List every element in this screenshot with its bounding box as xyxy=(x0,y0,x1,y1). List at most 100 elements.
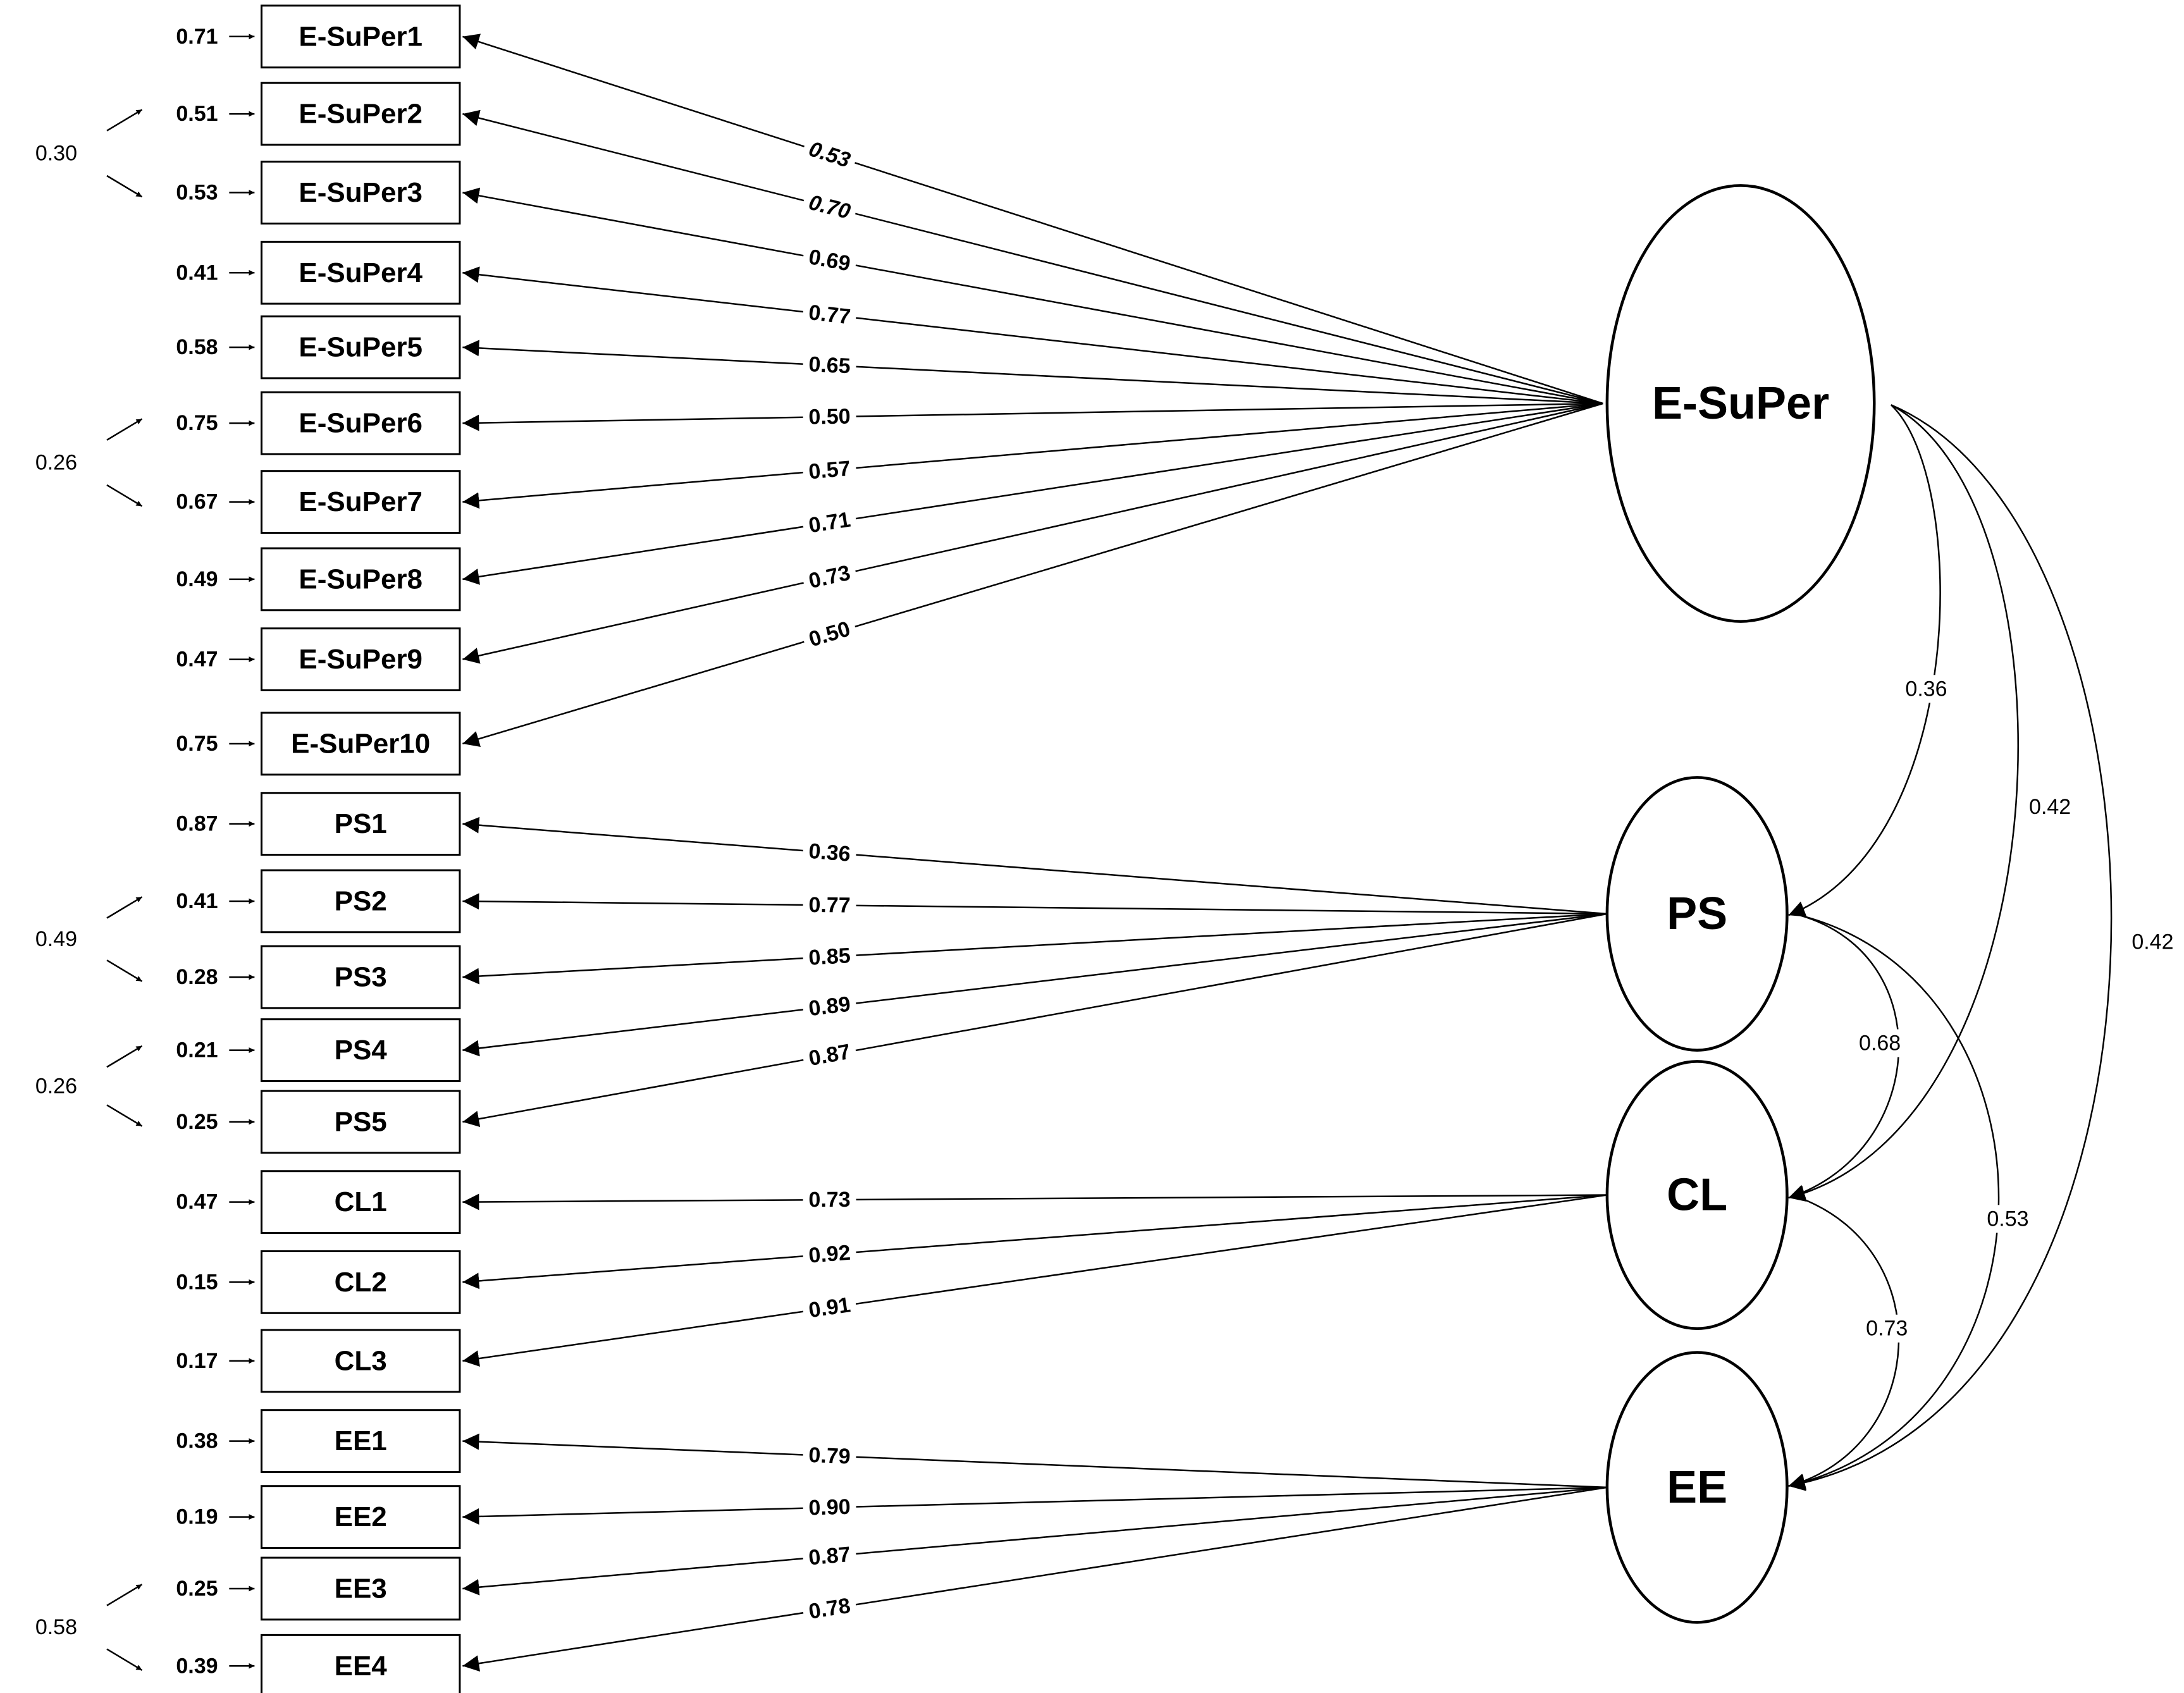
indicator-box xyxy=(260,161,461,225)
latent-ellipse-ee xyxy=(1605,1351,1789,1624)
error-covariance-arrow xyxy=(106,109,143,132)
loading-arrow xyxy=(462,402,1603,664)
loading-value: 0.50 xyxy=(808,405,851,429)
error-covariance-arrow xyxy=(106,484,143,507)
loading-label-bg xyxy=(803,1185,856,1214)
indicator-box xyxy=(260,1018,461,1082)
loading-label-bg xyxy=(801,242,858,280)
indicator-label: EE4 xyxy=(335,1651,388,1682)
loading-value: 0.89 xyxy=(807,992,851,1021)
error-variance-value: 0.19 xyxy=(176,1505,218,1529)
factor-correlation-value: 0.42 xyxy=(2029,795,2071,819)
factor-correlation-curve xyxy=(1788,1197,1900,1490)
loading-value: 0.53 xyxy=(806,137,853,172)
error-variance-value: 0.87 xyxy=(176,812,218,836)
error-covariance-value: 0.30 xyxy=(35,141,77,165)
factor-correlation-value: 0.68 xyxy=(1859,1031,1901,1055)
loading-value: 0.73 xyxy=(808,1188,850,1212)
loading-arrow xyxy=(462,913,1608,1128)
error-variance-value: 0.58 xyxy=(176,335,218,359)
indicator-box xyxy=(260,1250,461,1314)
latent-ellipse-cl xyxy=(1605,1060,1789,1330)
indicator-box xyxy=(260,315,461,379)
error-variance-value: 0.49 xyxy=(176,567,218,591)
error-covariance-value: 0.26 xyxy=(35,450,77,474)
factor-correlation-curve xyxy=(1788,404,2019,1202)
indicator-label: E-SuPer1 xyxy=(299,21,423,52)
error-variance-value: 0.28 xyxy=(176,965,218,989)
indicator-box xyxy=(260,711,461,776)
indicator-label: E-SuPer4 xyxy=(299,257,423,288)
error-covariance-arrow xyxy=(106,175,143,198)
indicator-box xyxy=(260,1556,461,1621)
loading-label-bg xyxy=(803,402,856,431)
factor-correlation-curve xyxy=(1788,404,2113,1491)
loading-arrow xyxy=(462,1193,1607,1210)
indicator-label: PS2 xyxy=(335,885,387,916)
factor-correlation-curve xyxy=(1788,404,1941,917)
indicator-box xyxy=(260,82,461,146)
loading-value: 0.36 xyxy=(808,839,851,866)
latent-label-cl: CL xyxy=(1667,1170,1727,1221)
error-covariance-value: 0.26 xyxy=(35,1074,77,1098)
indicator-label: EE2 xyxy=(335,1501,387,1532)
error-variance-value: 0.51 xyxy=(176,102,218,126)
loading-label-bg xyxy=(799,133,860,176)
error-variance-value: 0.25 xyxy=(176,1577,218,1601)
correlation-label-bg xyxy=(1981,1205,2035,1233)
error-variance-value: 0.53 xyxy=(176,181,218,205)
loading-value: 0.77 xyxy=(808,300,852,329)
indicator-label: E-SuPer3 xyxy=(299,177,423,208)
loading-value: 0.79 xyxy=(808,1443,851,1469)
indicator-label: E-SuPer10 xyxy=(291,728,430,759)
loading-arrow xyxy=(462,913,1607,985)
loading-arrow xyxy=(462,913,1608,1057)
loading-label-bg xyxy=(800,613,860,655)
loading-label-bg xyxy=(803,890,856,920)
loading-label-bg xyxy=(801,837,858,869)
indicator-label: EE3 xyxy=(335,1573,387,1604)
error-variance-value: 0.38 xyxy=(176,1429,218,1453)
factor-correlation-value: 0.42 xyxy=(2132,930,2173,954)
factor-correlation-curve xyxy=(1788,914,2000,1491)
error-variance-value: 0.17 xyxy=(176,1349,218,1373)
error-variance-value: 0.21 xyxy=(176,1038,218,1062)
error-covariance-arrow xyxy=(106,959,143,982)
loading-label-bg xyxy=(800,557,859,597)
error-variance-value: 0.47 xyxy=(176,1190,218,1214)
loading-arrow xyxy=(462,402,1603,747)
loading-value: 0.70 xyxy=(806,190,853,224)
loading-arrow xyxy=(462,816,1607,915)
loading-arrow xyxy=(462,109,1603,405)
indicator-label: E-SuPer8 xyxy=(299,563,423,594)
correlation-label-bg xyxy=(1853,1029,1907,1057)
loading-arrow xyxy=(462,34,1603,405)
error-variance-value: 0.41 xyxy=(176,889,218,913)
factor-correlation-value: 0.53 xyxy=(1987,1207,2028,1231)
latent-label-esuper: E-SuPer xyxy=(1652,378,1829,429)
indicator-label: E-SuPer2 xyxy=(299,99,423,130)
error-variance-value: 0.25 xyxy=(176,1110,218,1134)
loading-value: 0.85 xyxy=(808,944,851,970)
indicator-box xyxy=(260,547,461,612)
loading-label-bg xyxy=(801,454,858,487)
indicator-box xyxy=(260,1485,461,1549)
error-covariance-arrow xyxy=(106,1045,143,1068)
indicator-label: CL2 xyxy=(335,1267,387,1298)
error-covariance-arrow xyxy=(106,1648,143,1671)
error-variance-value: 0.71 xyxy=(176,25,218,49)
indicator-label: PS1 xyxy=(335,808,387,839)
indicator-label: PS4 xyxy=(335,1035,388,1066)
indicator-label: E-SuPer6 xyxy=(299,408,423,439)
error-variance-value: 0.15 xyxy=(176,1270,218,1294)
error-covariance-value: 0.49 xyxy=(35,927,77,951)
error-variance-value: 0.75 xyxy=(176,411,218,435)
loading-value: 0.73 xyxy=(806,561,853,594)
indicator-box xyxy=(260,792,461,856)
error-covariance-arrow xyxy=(106,418,143,441)
loading-arrow xyxy=(462,1486,1608,1672)
latent-ellipse-esuper xyxy=(1605,184,1876,623)
latent-label-ps: PS xyxy=(1667,889,1727,939)
loading-arrow xyxy=(462,1486,1607,1596)
error-variance-value: 0.67 xyxy=(176,490,218,514)
